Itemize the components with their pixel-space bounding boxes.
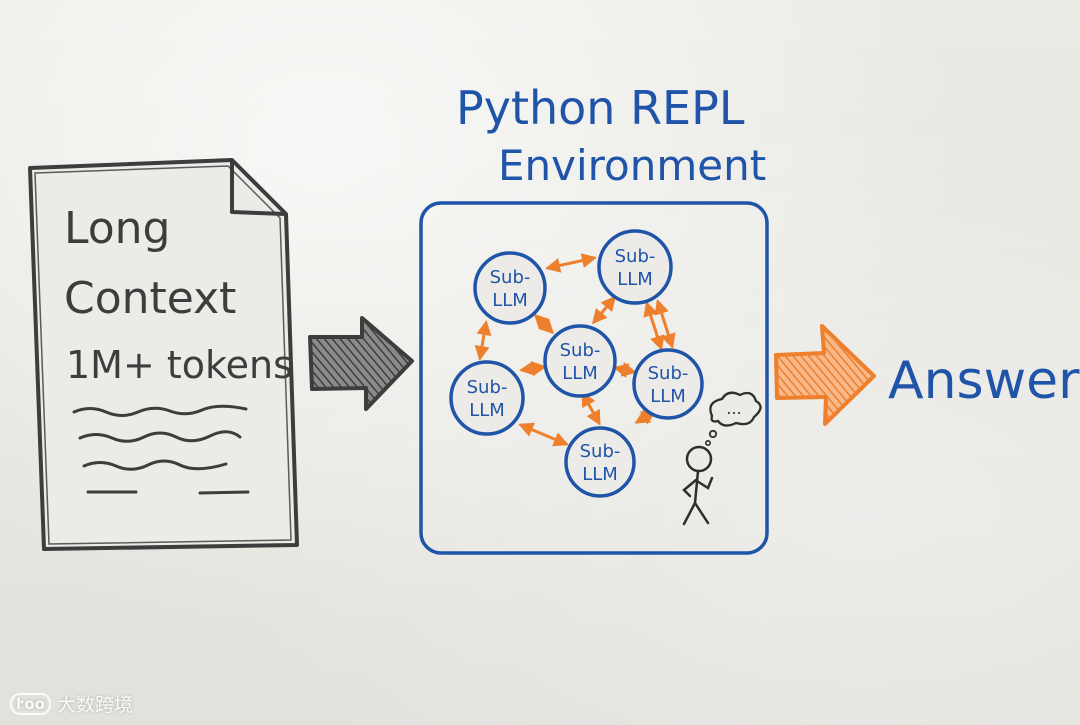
folded-corner	[230, 160, 287, 216]
sub-llm-label-line-2: LLM	[562, 363, 598, 384]
connection-arrow	[613, 362, 637, 378]
answer-label: Answer	[888, 351, 1080, 411]
long-context-document: Long Context 1M+ tokens	[28, 158, 299, 551]
sub-llm-label-line-2: LLM	[492, 290, 528, 311]
scribble-line	[72, 404, 248, 417]
sub-llm-label-line-1: Sub-	[490, 267, 531, 288]
environment-title-line-2: Environment	[498, 141, 766, 190]
sub-llm-label-line-1: Sub-	[560, 340, 601, 361]
sub-llm-label-line-2: LLM	[582, 464, 618, 485]
watermark-logo-icon: ŀoo	[10, 692, 51, 715]
sub-llm-label-line-1: Sub-	[648, 363, 689, 384]
connection-arrow	[519, 360, 547, 377]
figure-arm	[695, 476, 714, 490]
connection-arrow	[474, 320, 492, 361]
sub-llm-node: Sub- LLM	[564, 426, 636, 498]
sub-llm-node: Sub- LLM	[543, 324, 617, 398]
figure-arm	[682, 478, 698, 498]
thought-dots: ...	[726, 399, 741, 418]
sub-llm-node: Sub- LLM	[449, 360, 525, 436]
figure-leg	[682, 501, 697, 526]
sub-llm-label-line-2: LLM	[469, 400, 505, 421]
figure-leg	[693, 501, 710, 525]
sub-llm-label-line-1: Sub-	[580, 441, 621, 462]
connection-arrow	[592, 295, 616, 325]
scribble-line	[82, 459, 228, 471]
sub-llm-label-line-2: LLM	[617, 269, 653, 290]
document-scribble-lines	[72, 404, 250, 495]
sub-llm-node: Sub- LLM	[473, 251, 547, 325]
figure-body	[693, 469, 700, 505]
sub-llm-connections	[474, 253, 676, 447]
scribble-line	[198, 490, 250, 495]
sub-llm-label-line-1: Sub-	[615, 246, 656, 267]
environment-title-line-1: Python REPL	[456, 81, 745, 135]
document-title-line-2: Context	[64, 273, 236, 324]
connection-arrow	[518, 422, 569, 447]
sub-llm-node: Sub- LLM	[632, 348, 704, 420]
sub-llm-label-line-1: Sub-	[467, 377, 508, 398]
thought-bubble: ...	[704, 391, 762, 446]
connection-arrow	[545, 253, 597, 273]
connection-arrow	[654, 299, 676, 349]
connection-arrow	[533, 313, 555, 335]
document-title-line-1: Long	[64, 203, 170, 254]
document-title-line-3: 1M+ tokens	[66, 343, 293, 387]
input-arrow	[308, 316, 414, 411]
sub-llm-node: Sub- LLM	[597, 229, 673, 305]
connection-arrow	[581, 391, 601, 426]
stick-figure-thinker	[682, 445, 714, 526]
scribble-line	[78, 430, 242, 443]
repl-environment-box	[419, 201, 769, 555]
watermark: ŀoo 大数跨境	[10, 690, 133, 717]
figure-head	[685, 445, 713, 473]
watermark-text: 大数跨境	[56, 694, 133, 716]
output-arrow	[774, 324, 876, 426]
connection-arrow	[643, 301, 665, 351]
sub-llm-label-line-2: LLM	[650, 386, 686, 407]
